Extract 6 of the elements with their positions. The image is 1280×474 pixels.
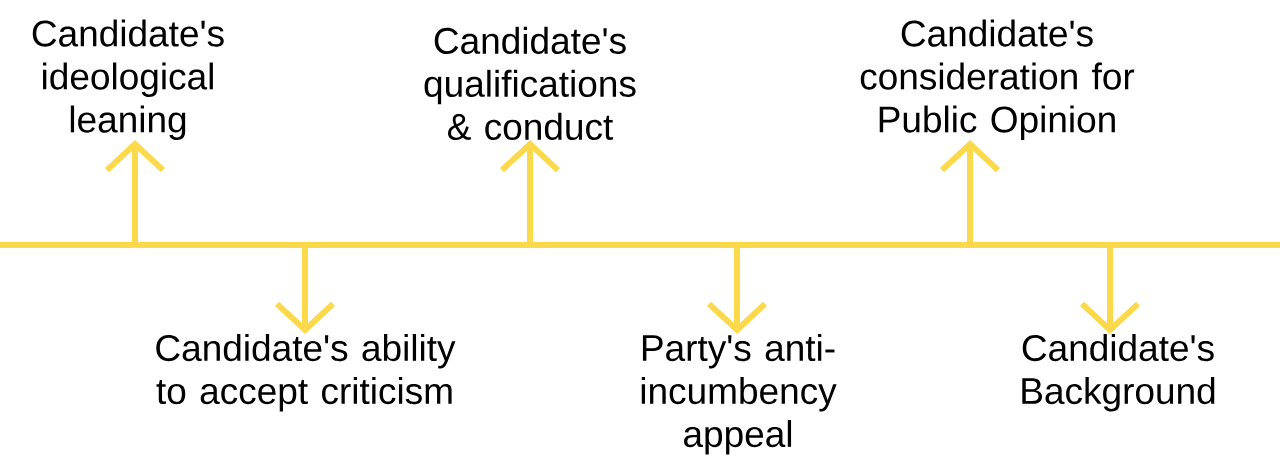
label-text: Candidate's consideration for Public Opinion — [860, 19, 1135, 140]
label-text: Candidate's ideological leaning — [32, 19, 224, 140]
label-text: Candidate's ability to accept criticism — [156, 334, 456, 412]
label-text: Candidate's qualifications & conduct — [424, 26, 636, 140]
label-text: Candidate's Background — [1022, 334, 1215, 412]
label-text: Party's anti-incumbency appeal — [641, 334, 837, 455]
